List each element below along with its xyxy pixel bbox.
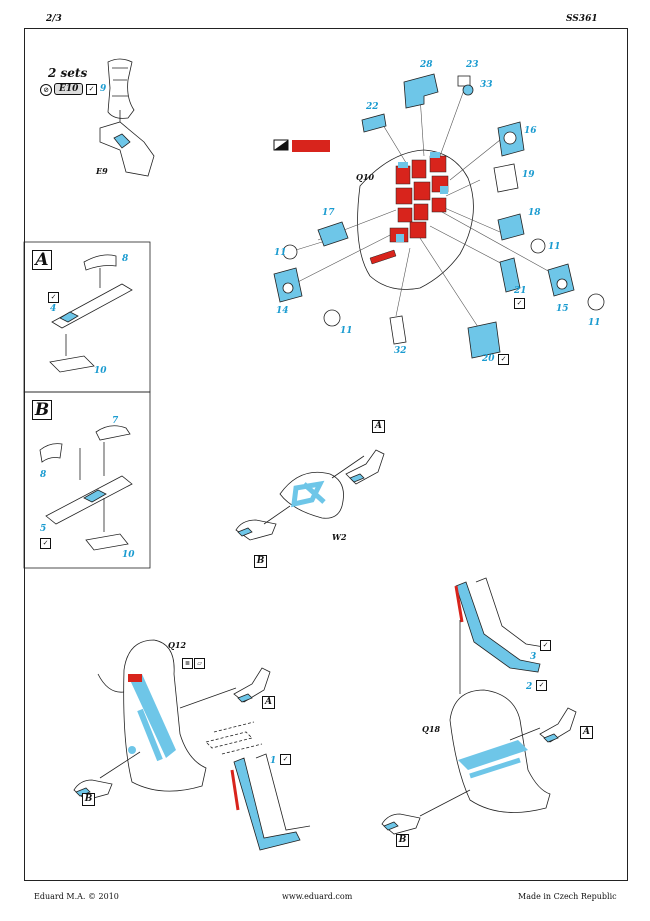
check-icon: ✓: [48, 292, 59, 303]
bend-icon: ▱: [194, 658, 205, 669]
step-b-ref: B: [82, 793, 95, 806]
panel-part-11: 11: [274, 248, 287, 258]
panel-part-16: 16: [524, 126, 537, 136]
panel-part-17: 17: [322, 208, 335, 218]
sets-label: 2 sets: [48, 66, 88, 80]
footer-website: www.eduard.com: [282, 892, 353, 901]
panel-part-18: 18: [528, 208, 541, 218]
b-part-5: 5: [40, 524, 47, 534]
dont-glue-icon: ⊘: [40, 84, 52, 96]
part-9-label: 9: [100, 84, 107, 94]
panel-part-32: 32: [394, 346, 407, 356]
panel-part-22: 22: [366, 102, 379, 112]
panel-part-23: 23: [466, 60, 479, 70]
part-e10: E10: [54, 83, 84, 95]
panel-part-11: 11: [548, 242, 561, 252]
a-part-10: 10: [94, 366, 107, 376]
product-code: SS361: [566, 14, 598, 24]
part-e9-label: E9: [96, 166, 108, 176]
step-b-ref: B: [396, 834, 409, 847]
step-a-letter: A: [32, 250, 52, 270]
q18-label: Q18: [422, 724, 441, 734]
check-icon: ✓: [86, 84, 97, 95]
q10-label: Q10: [356, 172, 375, 182]
panel-part-19: 19: [522, 170, 535, 180]
check-icon: ✓: [40, 538, 51, 549]
check-icon: ✓: [280, 754, 291, 765]
footer-copyright: Eduard M.A. © 2010: [34, 892, 119, 901]
footer-origin: Made in Czech Republic: [518, 892, 617, 901]
b-part-8: 8: [40, 470, 47, 480]
check-icon: ✓: [514, 298, 525, 309]
panel-part-14: 14: [276, 306, 289, 316]
b-part-7: 7: [112, 416, 119, 426]
step-b-letter: B: [32, 400, 52, 420]
a-part-8: 8: [122, 254, 129, 264]
panel-part-15: 15: [556, 304, 569, 314]
panel-part-11: 11: [588, 318, 601, 328]
q12-label: Q12: [168, 640, 187, 650]
panel-part-11: 11: [340, 326, 353, 336]
b-part-10: 10: [122, 550, 135, 560]
a-part-4: 4: [50, 304, 57, 314]
check-icon: ✓: [498, 354, 509, 365]
check-icon: ✓: [540, 640, 551, 651]
step-b-ref: B: [254, 555, 267, 568]
check-icon: ✓: [536, 680, 547, 691]
page-number: 2/3: [46, 14, 62, 24]
step-a-ref: A: [262, 696, 275, 709]
grip-icon: ≣: [182, 658, 193, 669]
panel-part-21: 21: [514, 286, 527, 296]
step-a-ref: A: [372, 420, 385, 433]
panel-part-33: 33: [480, 80, 493, 90]
panel-part-28: 28: [420, 60, 433, 70]
seat1-part-1: 1: [270, 756, 277, 766]
panel-part-20: 20: [482, 354, 495, 364]
step-a-ref: A: [580, 726, 593, 739]
seat2-part-2: 2: [526, 682, 533, 692]
page-frame: [24, 28, 628, 881]
w2-label: W2: [332, 532, 347, 542]
seat2-part-3: 3: [530, 652, 537, 662]
